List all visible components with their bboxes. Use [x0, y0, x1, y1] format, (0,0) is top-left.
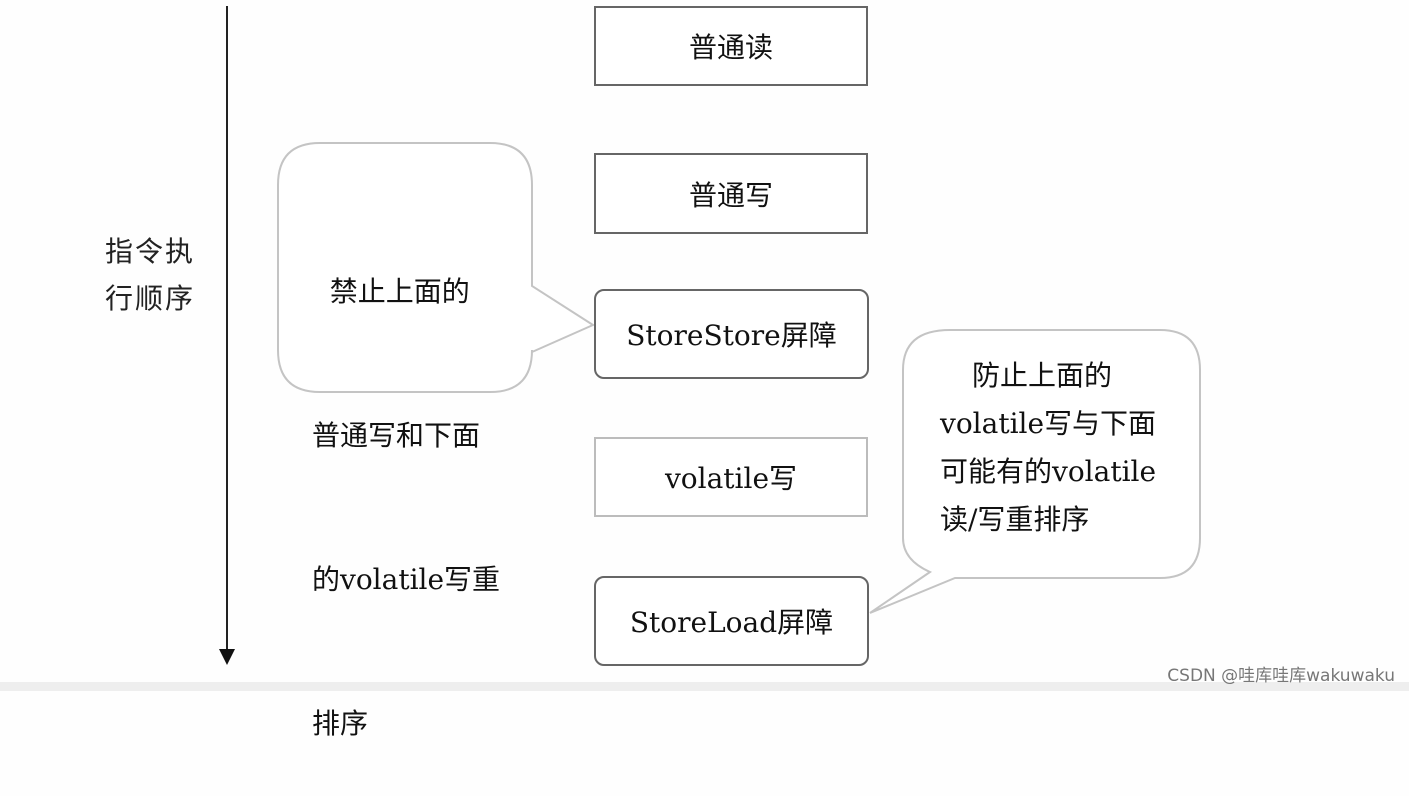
- box-label: 普通读: [688, 31, 773, 64]
- box-storestore-barrier: StoreStore屏障: [594, 289, 869, 379]
- callout-left-text: 禁止上面的 普通写和下面 的volatile写重 排序: [312, 172, 500, 796]
- box-label: StoreStore屏障: [626, 319, 837, 352]
- box-label: volatile写: [664, 462, 798, 495]
- callout-bubbles: [277, 142, 1201, 614]
- box-volatile-write: volatile写: [594, 437, 868, 517]
- watermark: CSDN @哇库哇库wakuwaku: [1167, 666, 1395, 686]
- callout-line: 普通写和下面: [312, 419, 481, 452]
- box-normal-write: 普通写: [594, 153, 868, 234]
- callout-line: 的volatile写重: [312, 563, 501, 596]
- callout-line: volatile写与下面: [940, 407, 1157, 440]
- callout-left-bubble: [277, 142, 596, 393]
- arrow-down-icon: [219, 649, 235, 665]
- footer-strip: [0, 682, 1409, 691]
- callout-right-bubble: [869, 329, 1201, 614]
- box-label: 普通写: [688, 178, 773, 212]
- callout-line: 读/写重排序: [940, 503, 1090, 536]
- order-axis-line: [226, 6, 228, 652]
- callout-right-text: 防止上面的 volatile写与下面 可能有的volatile 读/写重排序: [940, 352, 1180, 544]
- box-storeload-barrier: StoreLoad屏障: [594, 576, 869, 666]
- callout-line: 防止上面的: [972, 359, 1113, 392]
- axis-label-line: 指令执: [105, 235, 196, 268]
- axis-label: 指令执 行顺序: [105, 228, 209, 322]
- callout-line: 可能有的volatile: [940, 455, 1157, 488]
- callout-line: 排序: [312, 707, 369, 740]
- box-normal-read: 普通读: [594, 6, 868, 86]
- callout-line: 禁止上面的: [312, 275, 470, 308]
- axis-label-line: 行顺序: [105, 282, 196, 315]
- box-label: StoreLoad屏障: [629, 606, 834, 639]
